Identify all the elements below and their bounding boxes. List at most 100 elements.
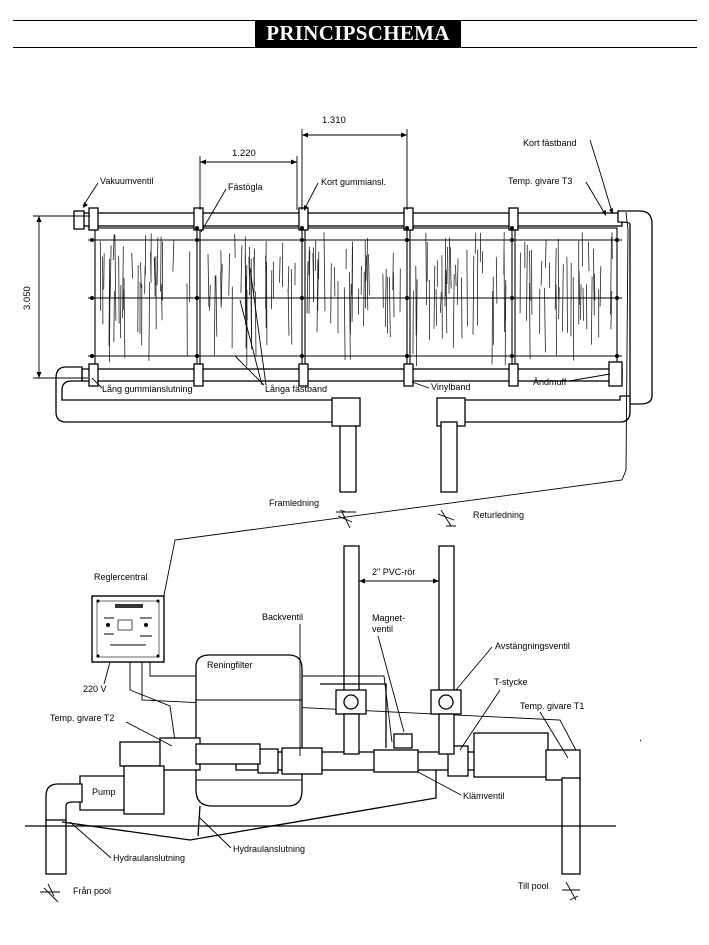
label-fran-pool: Från pool [73,886,111,896]
label-magnetventil-2: ventil [372,624,393,634]
dimension-width-panel: 1.220 [232,148,256,159]
sensor-cable-t3 [162,211,629,601]
bottom-coupling-2 [193,363,204,387]
panel-streak [161,284,163,321]
riser-lower-right [438,713,455,755]
panel-streak [131,252,133,279]
supply-elbow [331,397,361,427]
panel-streak [220,263,223,306]
panel-streak [287,266,290,293]
panel-streak [245,265,248,349]
strap-fasteners [90,226,619,358]
panel-streak [172,240,175,272]
bottom-coupling-3 [298,363,309,387]
pump-motor [123,765,165,815]
panel-streak [349,272,351,360]
return-loop [459,395,631,423]
flow-labels: Framledning Returledning [269,498,524,529]
label-hydraulanslutning-2: Hydraulanslutning [233,844,305,854]
suction-pipe [45,819,67,875]
panel-streak [215,275,218,337]
panel-streak [234,233,236,258]
label-avstangningsventil: Avstängningsventil [495,641,570,651]
panel-streak [148,281,150,361]
panel-streak [558,287,560,320]
panel-streak [452,274,455,348]
panel-streak [449,246,452,289]
top-coupling-2 [193,207,204,231]
valve-body-check [281,747,323,775]
panel-streak [114,234,117,321]
panel-streak [365,255,367,282]
label-temp-givare-t3: Temp. givare T3 [508,176,572,186]
panel-streak [578,271,581,305]
suction-elbow [45,783,83,823]
label-220v: 220 V [83,684,107,694]
label-pump: Pump [92,787,116,797]
flow-arrow-till-pool [562,881,580,901]
label-langa-fastband: Långa fästband [265,384,327,394]
panel-streak [461,277,463,339]
panel-streak [389,277,391,338]
panel-streak [290,269,293,345]
panel-streak [140,262,142,288]
label-reningfilter: Reningfilter [207,660,253,670]
panel-streak [363,271,365,327]
panel-streak [529,250,531,301]
panel-streak [153,258,156,285]
page-title: PRINCIPSCHEMA [255,20,461,47]
top-coupling-5 [508,207,519,231]
right-return-elbow [617,210,653,405]
panel-streak [308,250,311,314]
label-klamventil: Klämventil [463,791,505,801]
heater-box [473,732,549,778]
equipment-section: 2" PVC-rör Reglercentral 220 V Reningfil… [25,545,642,903]
panel-streak [122,246,124,319]
label-andmuff: Ändmuff [533,377,567,387]
flow-arrow-returledning [437,509,456,527]
panel-streak [123,277,126,359]
return-elbow [436,397,466,427]
panel-streak [265,241,267,309]
panel-streak [392,252,394,291]
panel-streak [591,276,593,345]
collector-panel-1 [94,227,198,371]
label-backventil: Backventil [262,612,303,622]
panel-streak [287,288,290,336]
panel-texture [99,232,613,367]
panel-streak [439,291,442,313]
panel-streak [240,245,243,293]
dimensions: 1.310 1.220 3.050 [22,115,408,379]
panel-streak [491,291,493,365]
panel-streak [466,249,468,327]
panel-streak [343,287,346,361]
vacuum-valve [73,210,85,230]
flow-arrow-fran-pool [40,883,60,903]
label-kort-fastband: Kort fästband [523,138,577,148]
label-magnetventil-1: Magnet- [372,613,405,623]
outlet-elbow [545,749,581,781]
panel-streak [103,253,105,290]
panel-streak [366,257,369,311]
panel-streak [108,258,110,346]
panel-streak [582,287,584,321]
panel-streak [113,291,115,343]
label-temp-givare-t1: Temp. givare T1 [520,701,584,711]
panel-streak [109,245,112,298]
top-header-pipe [77,212,623,227]
panel-streak [316,259,319,333]
panel-streak [495,256,498,304]
panel-streak [253,248,255,293]
label-vinylband: Vinylband [431,382,470,392]
bottom-coupling-5 [508,363,519,387]
panel-streak [504,285,507,322]
panel-streak [448,237,450,294]
panel-streak [445,274,448,334]
label-hydraulanslutning-1: Hydraulanslutning [113,853,185,863]
label-vakuumventil: Vakuumventil [100,176,153,186]
panel-streak [306,261,309,314]
panel-streak [594,273,596,301]
label-lang-gummianslutning: Lång gummianslutning [102,384,193,394]
panel-streak [580,284,582,320]
panel-streak [228,253,230,296]
